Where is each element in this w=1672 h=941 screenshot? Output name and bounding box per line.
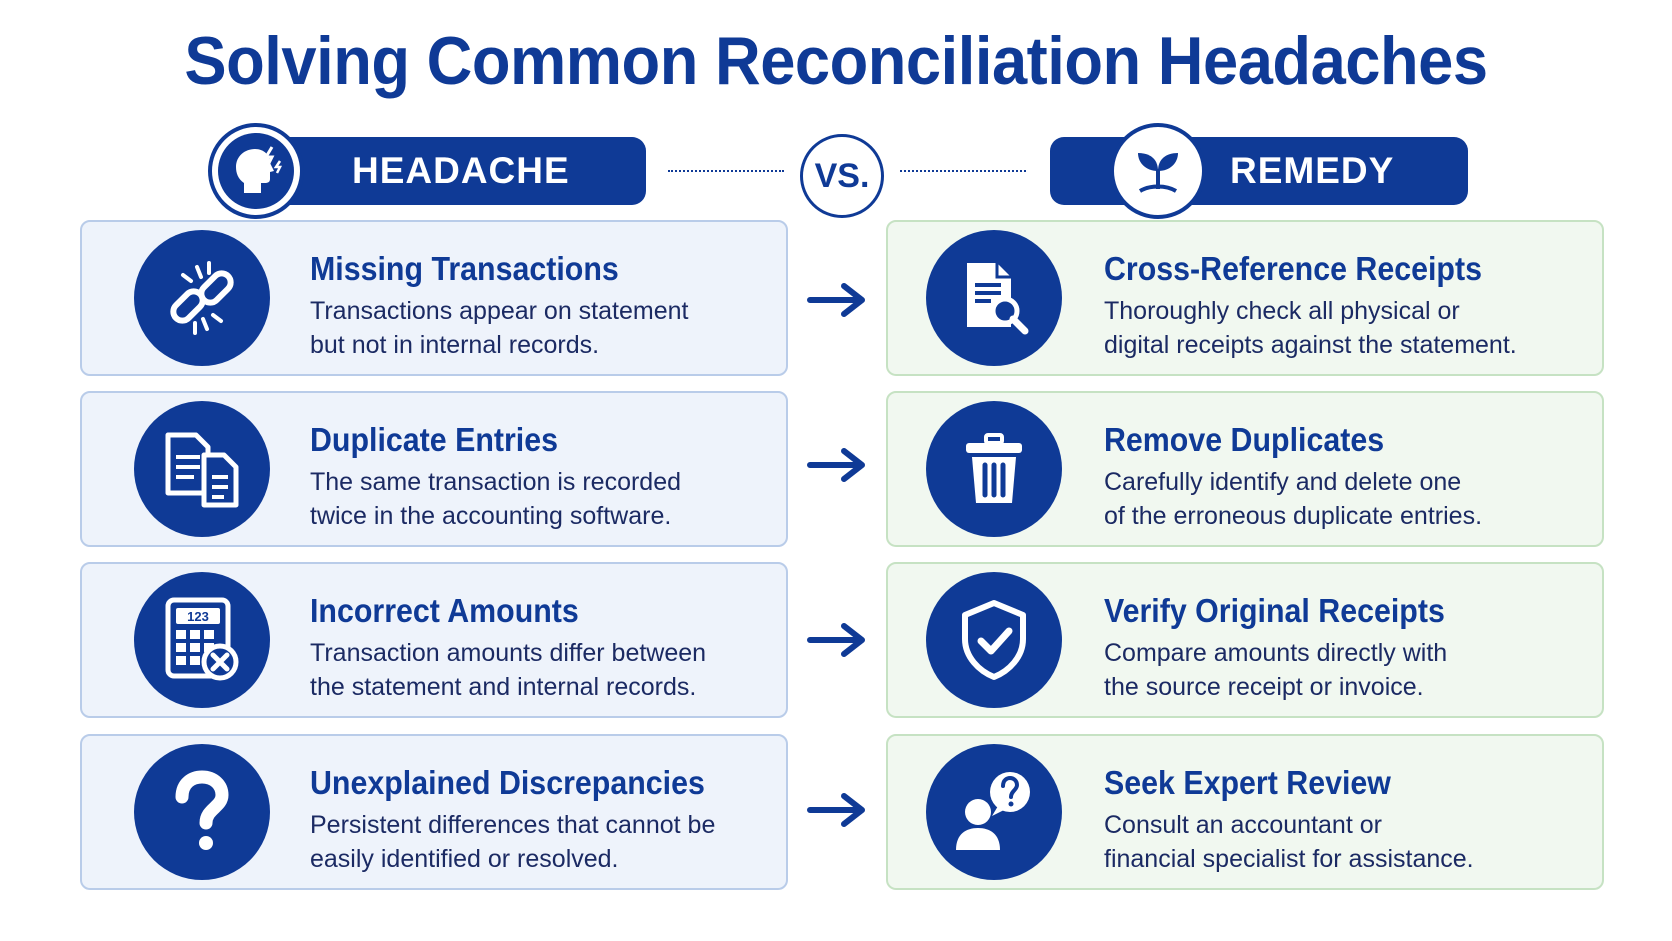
headache-title: Missing Transactions	[310, 250, 619, 287]
remedy-title: Seek Expert Review	[1104, 764, 1391, 801]
headache-card-unexplained-discrepancies: Unexplained Discrepancies Persistent dif…	[80, 734, 788, 890]
remedy-card-verify-original-receipts: Verify Original Receipts Compare amounts…	[886, 562, 1604, 718]
arrow-right-icon	[807, 623, 865, 657]
remedy-card-cross-reference-receipts: Cross-Reference Receipts Thoroughly chec…	[886, 220, 1604, 376]
remedy-card-seek-expert-review: Seek Expert Review Consult an accountant…	[886, 734, 1604, 890]
arrow-right-icon	[807, 793, 865, 827]
headache-card-duplicate-entries: Duplicate Entries The same transaction i…	[80, 391, 788, 547]
headache-title: Duplicate Entries	[310, 421, 559, 458]
headache-head-icon	[208, 123, 304, 219]
dotted-divider-left	[668, 170, 784, 172]
question-mark-icon	[134, 744, 270, 880]
trash-icon	[926, 401, 1062, 537]
duplicate-documents-icon	[134, 401, 270, 537]
shield-check-icon	[926, 572, 1062, 708]
arrow-right-icon	[807, 448, 865, 482]
expert-question-icon	[926, 744, 1062, 880]
dotted-divider-right	[900, 170, 1026, 172]
sprout-icon	[1110, 123, 1206, 219]
headache-card-missing-transactions: Missing Transactions Transactions appear…	[80, 220, 788, 376]
broken-link-icon	[134, 230, 270, 366]
remedy-title: Remove Duplicates	[1104, 421, 1385, 458]
calculator-error-icon: 123	[134, 572, 270, 708]
arrow-right-icon	[807, 283, 865, 317]
document-search-icon	[926, 230, 1062, 366]
vs-badge: VS.	[800, 134, 884, 218]
headache-title: Incorrect Amounts	[310, 592, 579, 629]
headache-card-incorrect-amounts: 123 Incorrect Amounts Transaction amount…	[80, 562, 788, 718]
remedy-title: Cross-Reference Receipts	[1104, 250, 1482, 287]
remedy-header-label: REMEDY	[1230, 150, 1395, 191]
headache-header-label: HEADACHE	[352, 150, 570, 191]
remedy-title: Verify Original Receipts	[1104, 592, 1445, 629]
page-title: Solving Common Reconciliation Headaches	[184, 23, 1488, 99]
calculator-display-text: 123	[187, 609, 209, 624]
headache-title: Unexplained Discrepancies	[310, 764, 705, 801]
remedy-card-remove-duplicates: Remove Duplicates Carefully identify and…	[886, 391, 1604, 547]
